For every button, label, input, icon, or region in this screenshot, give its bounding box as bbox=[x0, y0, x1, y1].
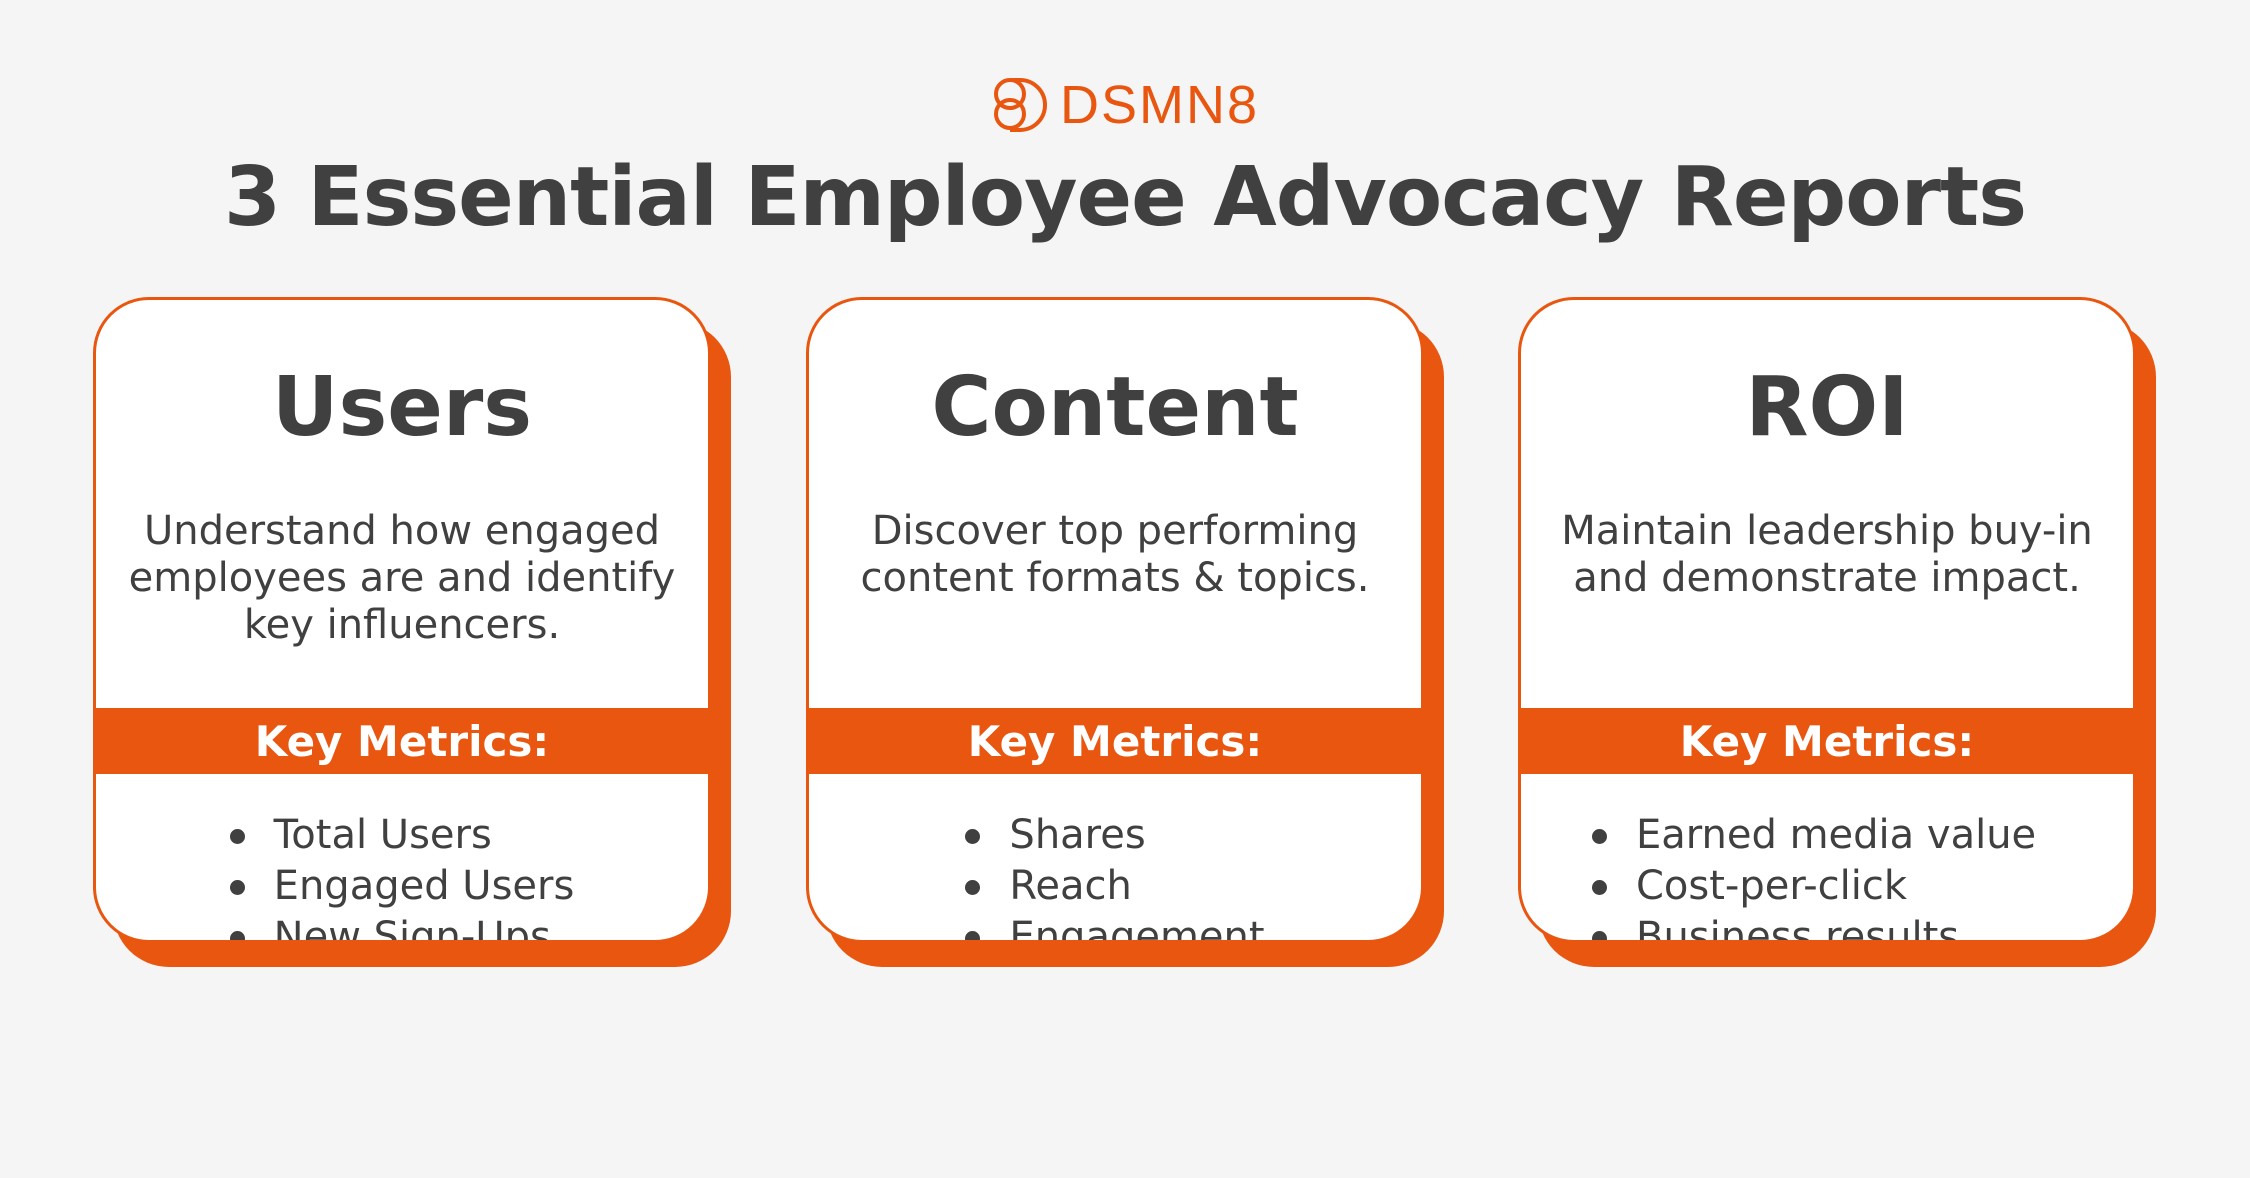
bullet-icon bbox=[1592, 829, 1607, 844]
metric-item: Shares bbox=[965, 810, 1264, 861]
card-face: Users Understand how engaged employees a… bbox=[93, 297, 711, 943]
metric-label: Shares bbox=[1009, 812, 1146, 858]
metric-item: Earned media value bbox=[1592, 810, 2062, 861]
bullet-icon bbox=[229, 931, 245, 940]
card-face: Content Discover top performing content … bbox=[806, 297, 1424, 943]
card-heading: Users bbox=[271, 360, 533, 455]
report-card-roi: ROI Maintain leadership buy-in and demon… bbox=[1518, 297, 2156, 967]
metric-item: Total Users bbox=[229, 810, 575, 861]
bullet-icon bbox=[965, 880, 981, 895]
card-description: Discover top performing content formats … bbox=[860, 508, 1370, 601]
metric-item: Engagement bbox=[965, 912, 1265, 943]
page-title: 3 Essential Employee Advocacy Reports bbox=[223, 150, 2027, 245]
key-metrics-band: Key Metrics: bbox=[96, 708, 708, 774]
metric-item: Reach bbox=[965, 861, 1264, 912]
card-heading: Content bbox=[931, 360, 1299, 455]
card-description: Understand how engaged employees are and… bbox=[128, 508, 676, 648]
metric-item: New Sign-Ups bbox=[229, 912, 575, 943]
card-face: ROI Maintain leadership buy-in and demon… bbox=[1518, 297, 2136, 943]
metric-label: Business results (conversions, sales) bbox=[1636, 914, 1960, 943]
report-card-users: Users Understand how engaged employees a… bbox=[93, 297, 731, 967]
metric-label: Engagement bbox=[1009, 914, 1265, 943]
brand-logo: DSMN8 bbox=[990, 76, 1259, 134]
metric-label: Cost-per-click bbox=[1636, 863, 1908, 909]
metric-label: Engaged Users bbox=[273, 863, 575, 909]
metric-label: Earned media value bbox=[1636, 812, 2037, 858]
metric-label: Total Users bbox=[273, 812, 492, 858]
key-metrics-band: Key Metrics: bbox=[1521, 708, 2133, 774]
metric-label: New Sign-Ups bbox=[273, 914, 551, 943]
bullet-icon bbox=[965, 829, 981, 844]
bullet-icon bbox=[1592, 880, 1607, 895]
metric-item: Engaged Users bbox=[229, 861, 575, 912]
metric-item: Cost-per-click bbox=[1592, 861, 2062, 912]
bullet-icon bbox=[229, 880, 245, 895]
card-description: Maintain leadership buy-in and demonstra… bbox=[1561, 508, 2093, 601]
bullet-icon bbox=[229, 829, 245, 844]
dsmn8-logo-icon bbox=[994, 78, 1047, 132]
report-card-content: Content Discover top performing content … bbox=[806, 297, 1444, 967]
metric-item: Business results (conversions, sales) bbox=[1592, 912, 2062, 943]
bullet-icon bbox=[1592, 931, 1607, 940]
metric-label: Reach bbox=[1009, 863, 1132, 909]
brand-name: DSMN8 bbox=[1060, 75, 1260, 135]
key-metrics-band: Key Metrics: bbox=[809, 708, 1421, 774]
bullet-icon bbox=[965, 931, 981, 940]
card-heading: ROI bbox=[1745, 360, 1909, 455]
